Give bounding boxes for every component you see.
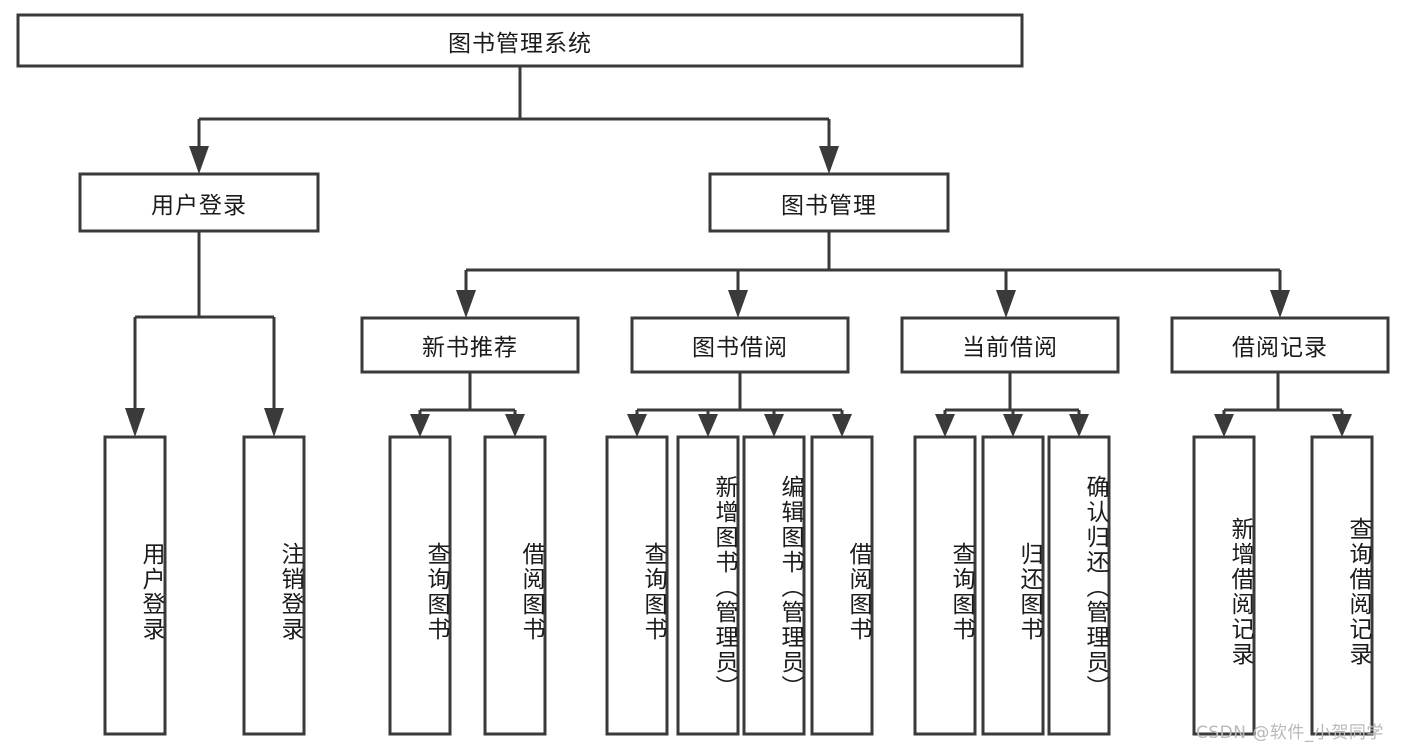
arrow-head-leaf-5: [698, 414, 718, 437]
node-box-records[interactable]: [1170, 316, 1390, 374]
arrow-head-leaf-7: [832, 414, 852, 437]
arrow-head-leaf-2: [410, 414, 430, 437]
leaf-box-3[interactable]: [483, 435, 547, 736]
arrow-head-current: [996, 290, 1016, 318]
arrow-head-leaf-0: [125, 408, 145, 437]
arrow-head-leaf-6: [764, 414, 784, 437]
node-box-root[interactable]: [16, 13, 1024, 68]
leaf-box-0[interactable]: [103, 435, 167, 736]
leaf-box-8[interactable]: [913, 435, 977, 736]
leaf-box-10[interactable]: [1047, 435, 1111, 736]
node-box-user-login[interactable]: [78, 172, 320, 233]
leaf-box-12[interactable]: [1310, 435, 1374, 736]
leaf-box-2[interactable]: [388, 435, 452, 736]
leaf-box-4[interactable]: [605, 435, 669, 736]
leaf-box-11[interactable]: [1192, 435, 1256, 736]
node-box-book-mgmt[interactable]: [708, 172, 950, 233]
arrow-head-user-login: [189, 146, 209, 174]
arrow-head-book-mgmt: [819, 146, 839, 174]
leaf-box-6[interactable]: [742, 435, 806, 736]
leaf-box-5[interactable]: [676, 435, 740, 736]
arrow-head-leaf-4: [627, 414, 647, 437]
arrow-head-borrow: [728, 290, 748, 318]
node-box-new-books[interactable]: [360, 316, 580, 374]
arrow-head-records: [1270, 290, 1290, 318]
arrow-head-leaf-11: [1214, 414, 1234, 437]
arrow-head-leaf-1: [264, 408, 284, 437]
arrow-head-leaf-10: [1069, 414, 1089, 437]
node-box-current[interactable]: [900, 316, 1120, 374]
arrow-head-leaf-12: [1332, 414, 1352, 437]
arrow-head-leaf-9: [1003, 414, 1023, 437]
arrow-head-new-books: [456, 290, 476, 318]
arrow-head-leaf-8: [935, 414, 955, 437]
leaf-box-1[interactable]: [242, 435, 306, 736]
node-box-borrow[interactable]: [630, 316, 850, 374]
leaf-box-7[interactable]: [810, 435, 874, 736]
leaf-box-9[interactable]: [981, 435, 1045, 736]
arrow-head-leaf-3: [505, 414, 525, 437]
